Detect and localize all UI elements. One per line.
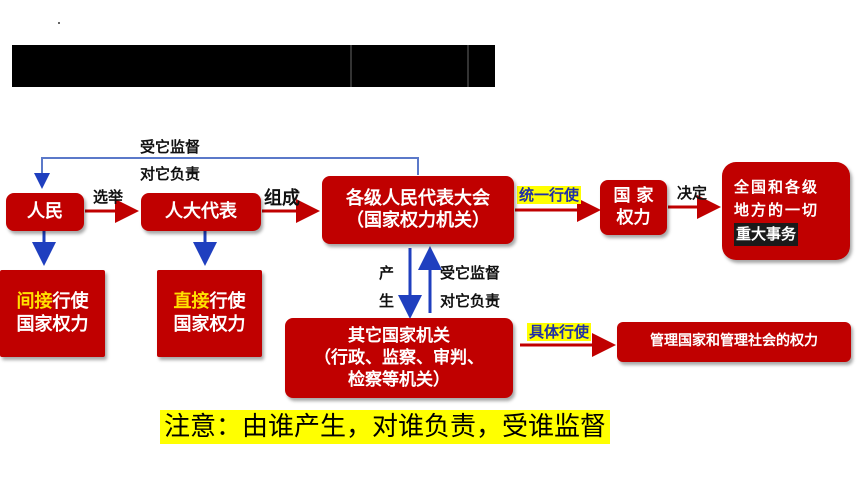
title-divider [467, 45, 469, 87]
box-affairs: 全国和各级 地方的一切 重大事务 [722, 162, 850, 260]
box-direct-line1: 直接行使 [174, 291, 246, 314]
label-responsible-mid: 对它负责 [440, 292, 501, 310]
label-produce-1: 产 [379, 264, 395, 282]
direct-highlight: 直接 [173, 291, 210, 312]
box-state-power: 国 家 权力 [600, 180, 667, 235]
box-manage-power-text: 管理国家和管理社会的权力 [650, 333, 818, 350]
box-state-power-line2: 权力 [616, 207, 651, 228]
box-direct-line2: 国家权力 [173, 313, 246, 335]
label-unified: 统一行使 [517, 186, 582, 204]
box-manage-power: 管理国家和管理社会的权力 [617, 322, 851, 362]
label-form: 组成 [264, 188, 300, 209]
label-decide: 决定 [677, 184, 708, 202]
supervise-loop-line [34, 157, 419, 189]
label-produce-2: 生 [379, 292, 395, 310]
label-supervise-mid: 受它监督 [440, 264, 501, 282]
box-other-organs: 其它国家机关 （行政、监察、审判、 检察等机关） [285, 318, 513, 398]
box-indirect-line2: 国家权力 [16, 313, 89, 335]
box-people-text: 人民 [27, 200, 63, 222]
direct-rest: 行使 [209, 291, 246, 312]
box-congress-line1: 各级人民代表大会 [346, 187, 490, 209]
box-affairs-line1: 全国和各级 [734, 178, 820, 197]
title-bar [12, 45, 495, 87]
box-direct: 直接行使 国家权力 [157, 270, 262, 357]
box-deputies-text: 人大代表 [165, 200, 237, 222]
decorative-dot [58, 22, 60, 24]
label-responsible-top: 对它负责 [140, 165, 201, 183]
box-deputies: 人大代表 [141, 193, 261, 231]
note-text: 注意：由谁产生，对谁负责，受谁监督 [160, 410, 611, 444]
label-elect: 选举 [93, 188, 124, 206]
title-divider [350, 45, 352, 87]
indirect-highlight: 间接 [16, 291, 53, 312]
label-supervise-top: 受它监督 [140, 138, 201, 156]
box-indirect-line1: 间接行使 [17, 291, 89, 314]
box-other-organs-line1: 其它国家机关 [348, 325, 450, 346]
box-other-organs-line2: （行政、监察、审判、 [314, 347, 484, 368]
box-state-power-line1: 国 家 [613, 186, 654, 207]
box-people: 人民 [6, 193, 84, 231]
box-affairs-line3: 重大事务 [734, 222, 799, 246]
label-specific: 具体行使 [527, 323, 592, 341]
box-congress-line2: （国家权力机关） [346, 210, 490, 231]
box-other-organs-line3: 检察等机关） [348, 370, 450, 391]
indirect-rest: 行使 [52, 291, 89, 312]
box-congress: 各级人民代表大会 （国家权力机关） [322, 176, 514, 244]
box-affairs-line2: 地方的一切 [734, 201, 820, 220]
box-indirect: 间接行使 国家权力 [0, 270, 105, 357]
